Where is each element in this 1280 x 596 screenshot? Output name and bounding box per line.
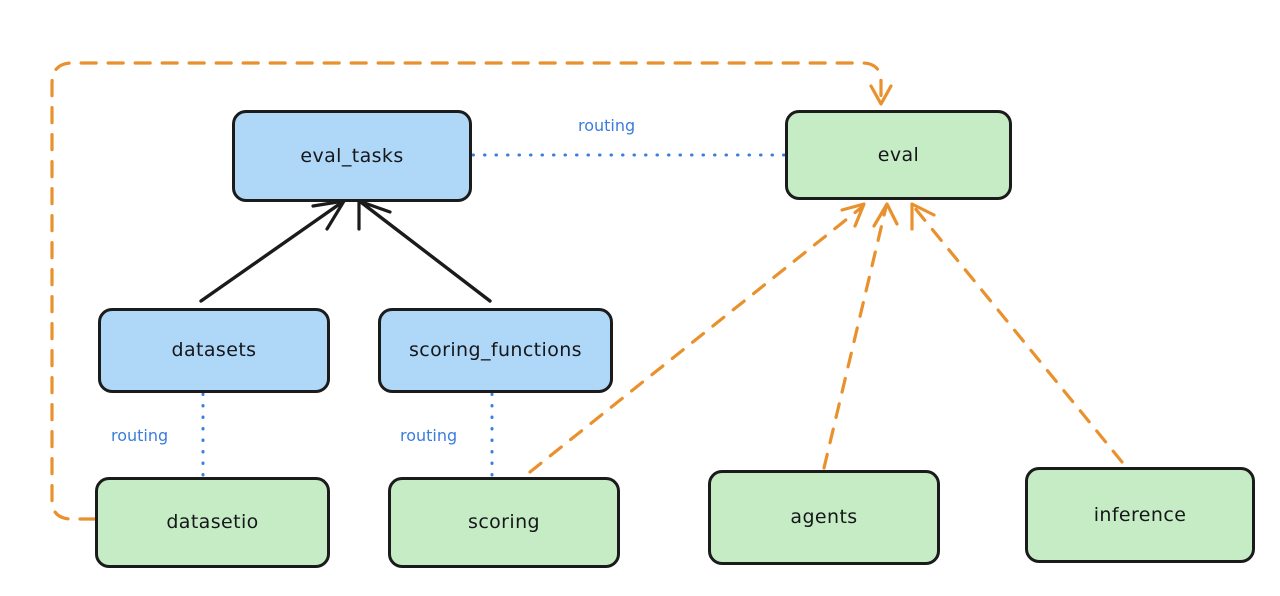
node-agents[interactable]: agents — [708, 470, 940, 565]
node-eval-tasks[interactable]: eval_tasks — [232, 110, 472, 202]
edge-agents-eval — [822, 202, 899, 470]
node-datasetio[interactable]: datasetio — [95, 477, 330, 568]
node-scoring[interactable]: scoring — [388, 477, 620, 568]
node-label: scoring — [468, 511, 540, 533]
node-label: scoring_functions — [409, 339, 582, 361]
node-label: eval — [877, 143, 920, 166]
edge-label-routing-datasets-datasetio: routing — [111, 426, 169, 445]
node-label: datasetio — [166, 511, 259, 533]
node-scoring-functions[interactable]: scoring_functions — [378, 308, 613, 393]
node-label: inference — [1093, 503, 1187, 526]
node-inference[interactable]: inference — [1025, 467, 1255, 563]
edge-scoring_functions-eval_tasks — [357, 199, 492, 303]
node-eval[interactable]: eval — [785, 110, 1012, 200]
edge-label-routing-scoring-functions-scoring: routing — [400, 426, 458, 445]
edge-datasets-eval_tasks — [199, 199, 346, 303]
node-label: datasets — [171, 339, 257, 361]
node-label: agents — [790, 506, 858, 528]
node-label: eval_tasks — [300, 144, 404, 167]
edge-label-routing-eval-tasks-eval: routing — [578, 116, 636, 135]
edge-inference-eval — [910, 202, 1124, 464]
node-datasets[interactable]: datasets — [98, 308, 330, 393]
